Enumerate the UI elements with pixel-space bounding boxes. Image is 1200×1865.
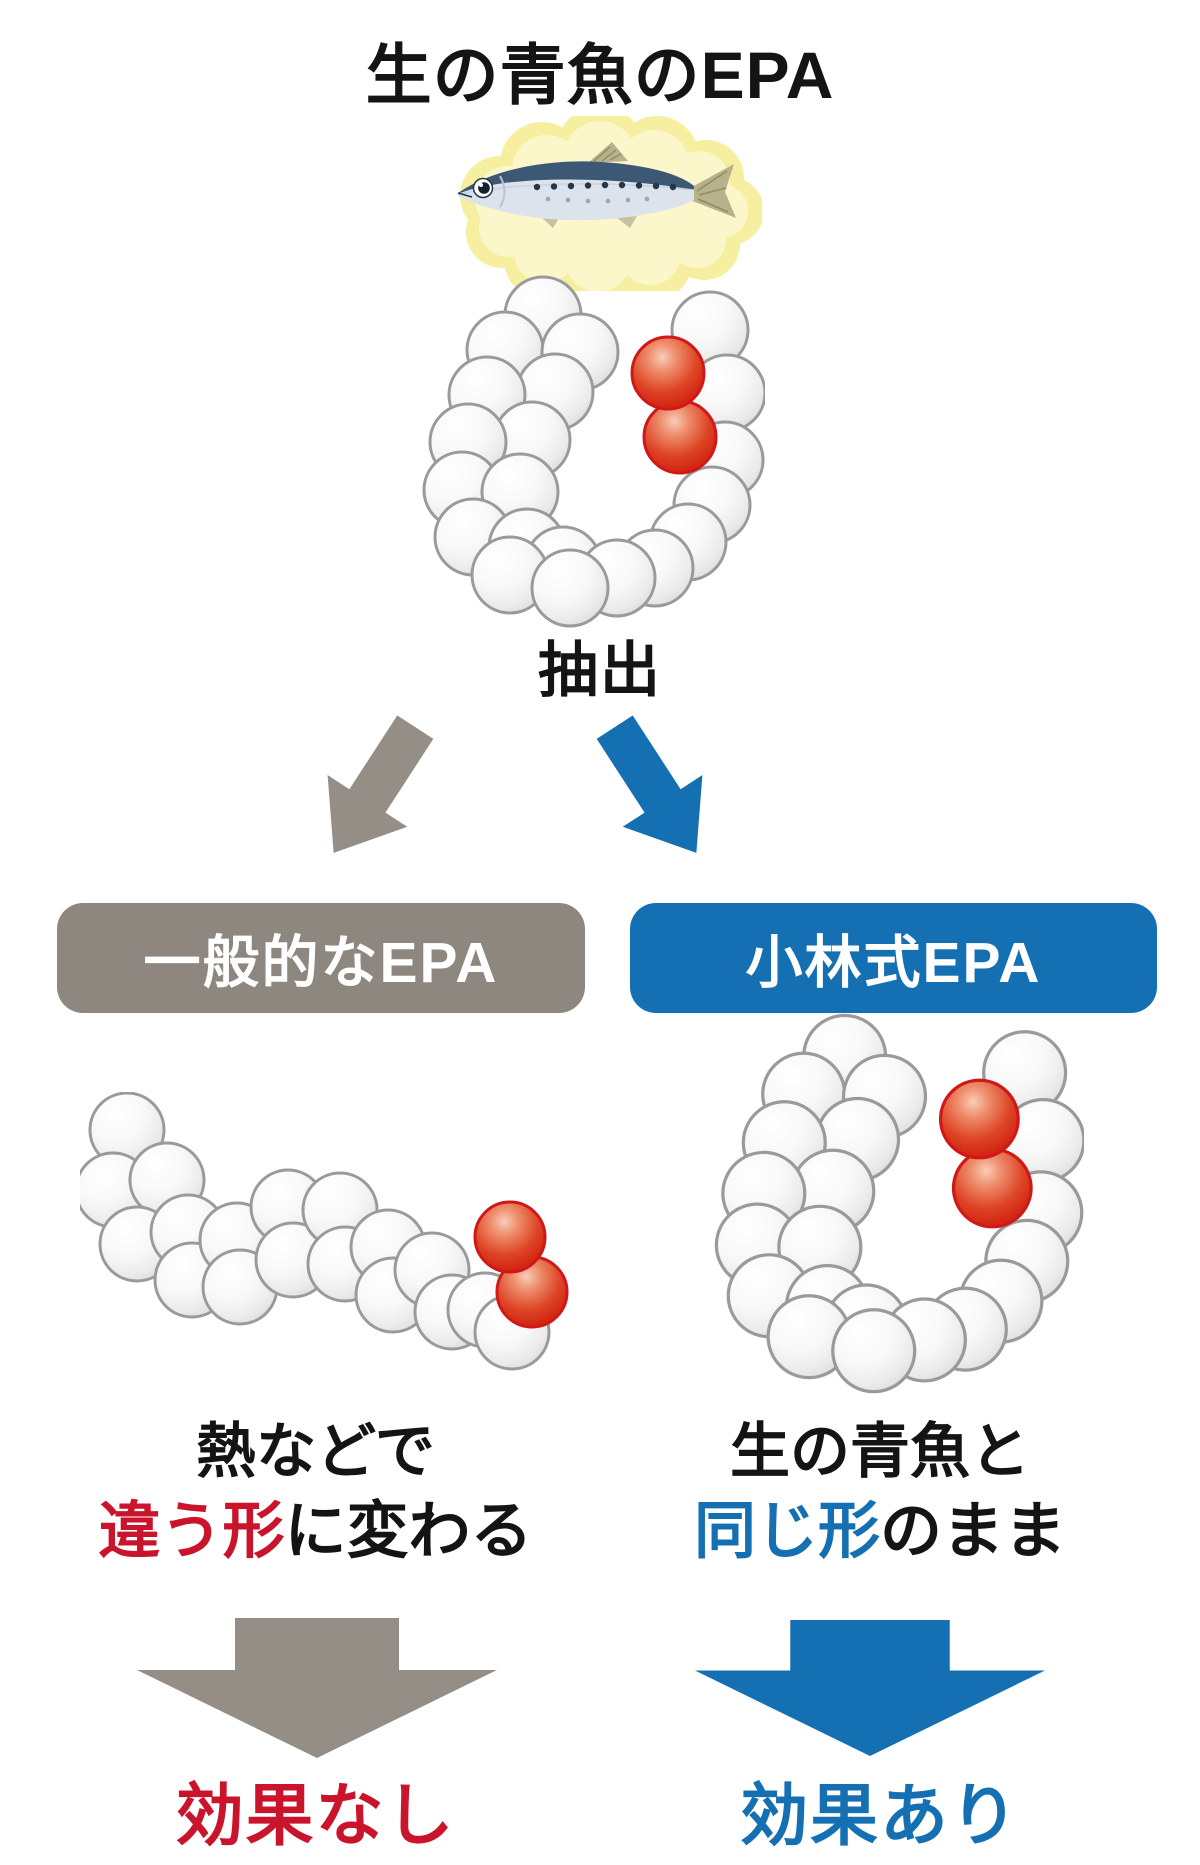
red-sphere — [642, 399, 718, 475]
general-desc-line1: 熱などで — [196, 1418, 435, 1485]
general-epa-description: 熱などで 違う形に変わる — [8, 1412, 623, 1572]
white-sphere — [530, 548, 610, 628]
gray-diagonal-arrow-icon — [287, 697, 462, 882]
kobayashi-epa-box: 小林式EPA — [630, 903, 1157, 1013]
white-sphere — [831, 1308, 917, 1394]
general-epa-result: 効果なし — [175, 1778, 456, 1854]
page-title: 生の青魚のEPA — [365, 38, 835, 112]
red-sphere — [630, 335, 706, 411]
fish-on-cloud-illustration — [457, 116, 762, 291]
general-epa-box: 一般的なEPA — [57, 903, 585, 1013]
blue-down-arrow-icon — [695, 1619, 1045, 1757]
kobayashi-desc-line2: 同じ形のまま — [585, 1492, 1175, 1572]
red-sphere — [938, 1078, 1020, 1160]
kobayashi-desc-highlight: 同じ形 — [693, 1497, 880, 1566]
kobayashi-epa-description: 生の青魚と 同じ形のまま — [585, 1412, 1175, 1572]
general-epa-box-label: 一般的なEPA — [143, 931, 499, 995]
general-desc-suffix: に変わる — [284, 1497, 533, 1566]
kobayashi-desc-line1: 生の青魚と — [730, 1418, 1030, 1485]
sardine-fish-icon — [457, 142, 736, 228]
red-sphere — [951, 1147, 1033, 1229]
kobayashi-epa-result: 効果あり — [739, 1778, 1020, 1854]
epa-molecule-kobayashi — [714, 1013, 1084, 1394]
kobayashi-desc-suffix: のまま — [880, 1497, 1067, 1566]
blue-diagonal-arrow-icon — [568, 697, 743, 882]
general-desc-line2: 違う形に変わる — [8, 1492, 623, 1572]
red-sphere — [473, 1200, 547, 1274]
kobayashi-epa-box-label: 小林式EPA — [745, 931, 1042, 995]
extraction-label: 抽出 — [538, 637, 662, 704]
general-desc-highlight: 違う形 — [98, 1497, 285, 1566]
gray-down-arrow-icon — [137, 1618, 497, 1758]
epa-molecule-denatured — [80, 1092, 569, 1371]
epa-molecule-raw — [422, 275, 765, 628]
